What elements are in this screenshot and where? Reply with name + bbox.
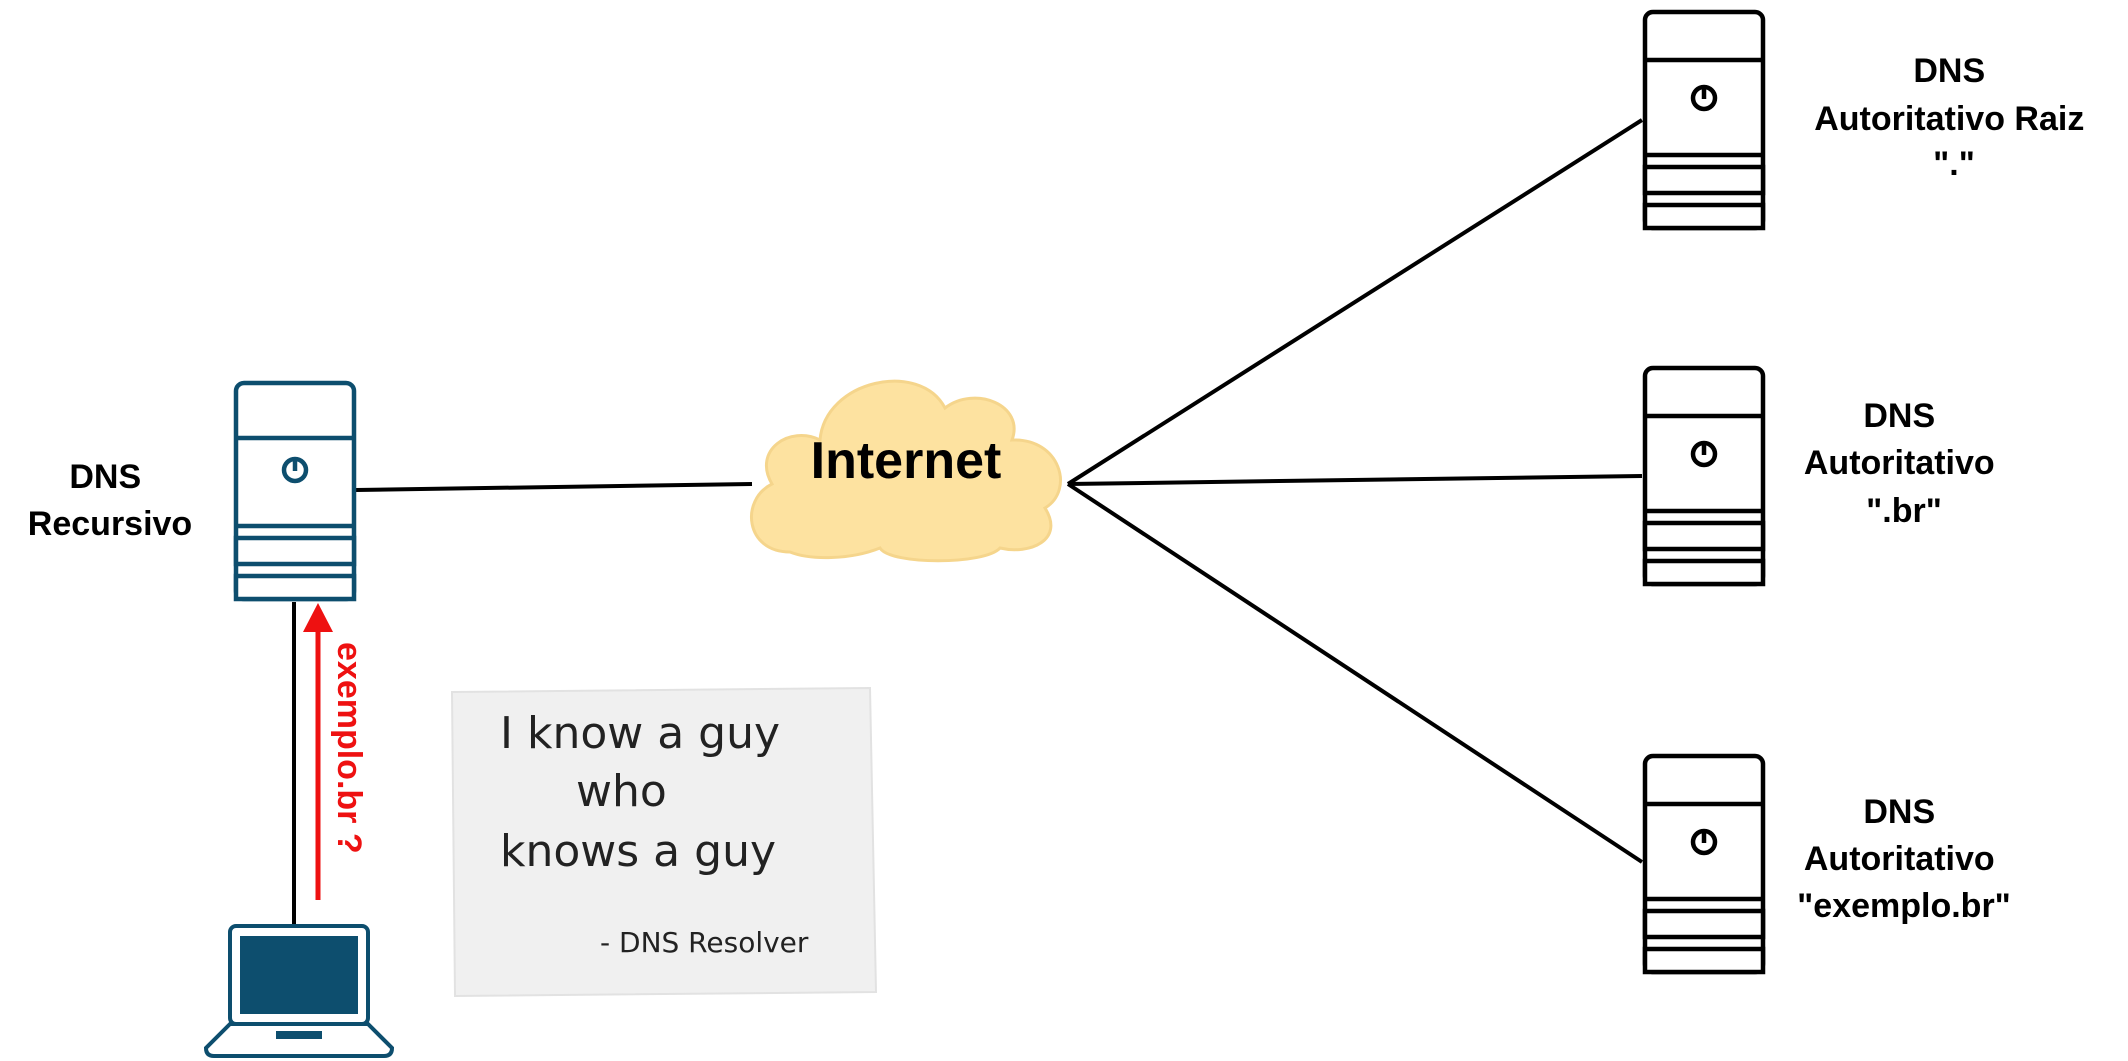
connection-lines: [292, 118, 1644, 925]
exemplo-server-icon[interactable]: [1642, 753, 1766, 975]
recursive-server-icon[interactable]: [233, 380, 357, 602]
internet-label: Internet: [811, 432, 1002, 490]
link-recursive-internet: [355, 482, 753, 492]
exemplo-server-label: DNS Autoritativo "exemplo.br": [1797, 793, 2011, 925]
link-internet-br: [1067, 474, 1643, 486]
link-internet-root: [1066, 118, 1644, 486]
internet-cloud-icon: [749, 379, 1062, 563]
br-server-icon[interactable]: [1642, 365, 1766, 587]
link-internet-exemplo: [1066, 482, 1644, 864]
recursive-server-label: DNS Recursivo: [28, 458, 192, 543]
root-server-icon[interactable]: [1642, 9, 1766, 231]
root-server-label: DNS Autoritativo Raiz ".": [1814, 52, 2094, 183]
note-card: [450, 686, 878, 998]
query-arrow: [303, 603, 333, 900]
note-signature: - DNS Resolver: [600, 926, 809, 959]
br-server-label: DNS Autoritativo ".br": [1804, 397, 2004, 530]
laptop-icon[interactable]: [203, 924, 395, 1058]
note-text: I know a guy who knows a guy: [500, 708, 794, 877]
query-label: exemplo.br ?: [330, 642, 368, 854]
